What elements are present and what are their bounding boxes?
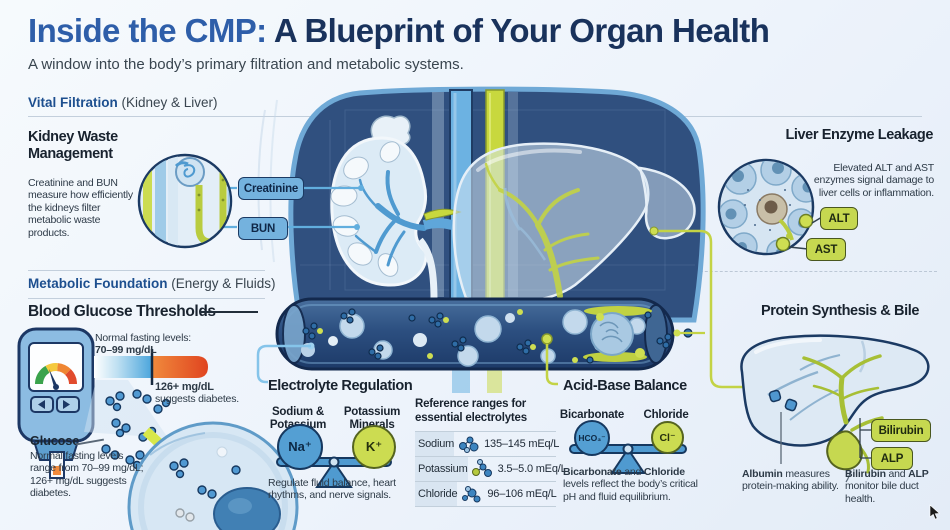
right-section-dashed-divider: [645, 271, 937, 272]
section-header-vital-filtration: Vital Filtration (Kidney & Liver): [28, 95, 218, 110]
sodium-ion-badge: Na⁺: [277, 424, 323, 470]
metabolic-divider-top: [28, 270, 265, 271]
reference-ranges-panel: Reference ranges for essential electroly…: [415, 398, 567, 507]
chloride-label: Chloride: [643, 409, 689, 421]
potassium-range-value: 3.5–5.0 mEq/L: [497, 462, 567, 475]
creatinine-chip: Creatinine: [238, 177, 304, 200]
bicarbonate-ion-badge: HCO₃⁻: [574, 420, 610, 456]
vital-section-divider: [28, 116, 922, 117]
nephron-detail-circle: [137, 153, 233, 249]
acid-base-title: Acid-Base Balance: [563, 378, 687, 394]
liver-enzyme-title: Liver Enzyme Leakage: [785, 127, 933, 143]
bun-chip: BUN: [238, 217, 288, 240]
sodium-row-label: Sodium: [415, 431, 454, 456]
glucose-pointer-line: [76, 438, 104, 445]
glucose-normal-value: 70–99 mg/dL: [95, 344, 157, 356]
potassium-molecule-icon: [471, 458, 492, 477]
section-header-metabolic-foundation: Metabolic Foundation (Energy & Fluids): [28, 276, 276, 291]
potassium-row-label: Potassium: [415, 456, 468, 481]
glucose-high-note: suggests diabetes.: [155, 393, 239, 405]
connector-electrolyte: [256, 342, 315, 384]
reference-ranges-heading: Reference ranges for essential electroly…: [415, 398, 527, 424]
sodium-molecule-icon: [459, 436, 479, 453]
electrolyte-body: Regulate fluid balance, heart rhythms, a…: [268, 477, 396, 502]
connector-protein-bile: [649, 226, 756, 393]
chloride-ion-badge: Cl⁻: [651, 421, 684, 454]
table-row-sodium: Sodium 135–145 mEq/L: [415, 430, 560, 456]
blood-glucose-rule: [200, 311, 258, 313]
reference-ranges-table: Sodium 135–145 mEq/L Potassium 3.5–5.0 m…: [415, 430, 567, 507]
kidney-waste-title: Kidney Waste Management: [28, 129, 118, 162]
page-title-accent: Inside the CMP:: [28, 12, 267, 49]
blood-glucose-title: Blood Glucose Thresholds: [28, 303, 216, 320]
glucose-body: Normal fasting levels range from 70–99 m…: [30, 450, 144, 500]
alt-chip: ALT: [820, 207, 858, 230]
blood-vessels-vertical: [449, 89, 505, 393]
electrolyte-regulation-title: Electrolyte Regulation: [268, 378, 413, 394]
gallbladder: [826, 430, 863, 471]
table-row-chloride: Chloride 96–106 mEq/L: [415, 480, 557, 507]
bilirubin-chip: Bilirubin: [871, 419, 931, 442]
potassium-ion-badge: K⁺: [352, 425, 396, 469]
glucose-pointer-label: Glucose: [30, 434, 80, 448]
chloride-molecule-icon: [462, 485, 481, 503]
kidney-waste-body: Creatinine and BUN measure how efficient…: [28, 177, 133, 239]
albumin-note: Albumin measures protein-making ability.: [742, 468, 839, 493]
glucose-normal-label: Normal fasting levels:: [95, 332, 191, 344]
page-title-rest: A Blueprint of Your Organ Health: [266, 12, 770, 49]
page-subtitle: A window into the body’s primary filtrat…: [28, 56, 464, 73]
bile-note: Bilirubin and ALP monitor bile duct heal…: [845, 468, 929, 505]
alp-chip: ALP: [871, 447, 913, 470]
protein-synthesis-title: Protein Synthesis & Bile: [761, 303, 919, 319]
liver-illustration-torso: [452, 142, 696, 304]
acid-base-body: Bicarbonate and Chloride levels reflect …: [563, 466, 698, 503]
blood-vessel-tube: [275, 297, 693, 371]
table-row-potassium: Potassium 3.5–5.0 mEq/L: [415, 455, 567, 481]
connector-acid-base: [541, 333, 558, 386]
kidney-illustration: [330, 115, 462, 301]
metabolic-divider-bottom: [28, 298, 265, 299]
ast-chip: AST: [806, 238, 846, 261]
torso-illustration: [288, 86, 706, 323]
bicarbonate-label: Bicarbonate: [559, 409, 625, 421]
glucose-high-value: 126+ mg/dL: [155, 381, 214, 393]
page-title: Inside the CMP: A Blueprint of Your Orga…: [28, 12, 770, 50]
liver-enzyme-body: Elevated ALT and AST enzymes signal dama…: [813, 162, 934, 199]
chloride-row-label: Chloride: [415, 481, 458, 506]
sodium-range-value: 135–145 mEq/L: [484, 437, 560, 450]
mouse-cursor-icon: [929, 504, 941, 520]
chloride-range-value: 96–106 mEq/L: [487, 487, 557, 500]
